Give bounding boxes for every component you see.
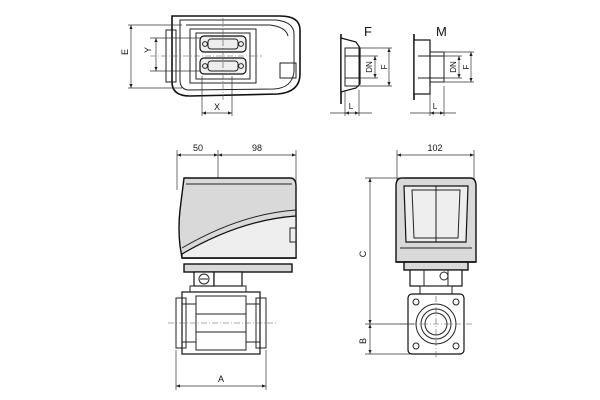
dim-102-label: 102	[427, 143, 442, 153]
dim-x-label: X	[214, 102, 220, 112]
detail-m: M DN F L	[410, 24, 474, 116]
detail-f-f-label: F	[380, 64, 389, 69]
dim-a-label: A	[218, 374, 224, 384]
detail-f: F DN F L	[330, 24, 392, 116]
detail-m-f-label: F	[462, 64, 471, 69]
dim-y-label: Y	[143, 47, 153, 53]
dim-98-label: 98	[252, 143, 262, 153]
dim-e-label: E	[120, 49, 130, 55]
detail-m-dn-label: DN	[449, 61, 458, 73]
dim-b-label: B	[358, 338, 368, 344]
detail-f-l-label: L	[349, 102, 354, 111]
top-view: E Y X	[120, 15, 301, 116]
dim-50-label: 50	[193, 143, 203, 153]
detail-m-title: M	[436, 24, 447, 39]
front-view: 50 98 A	[168, 143, 297, 390]
dim-c-label: C	[358, 250, 368, 257]
detail-f-dn-label: DN	[365, 61, 374, 73]
detail-m-l-label: L	[433, 102, 438, 111]
side-view: 102 C B	[358, 143, 477, 358]
detail-f-title: F	[364, 24, 372, 39]
